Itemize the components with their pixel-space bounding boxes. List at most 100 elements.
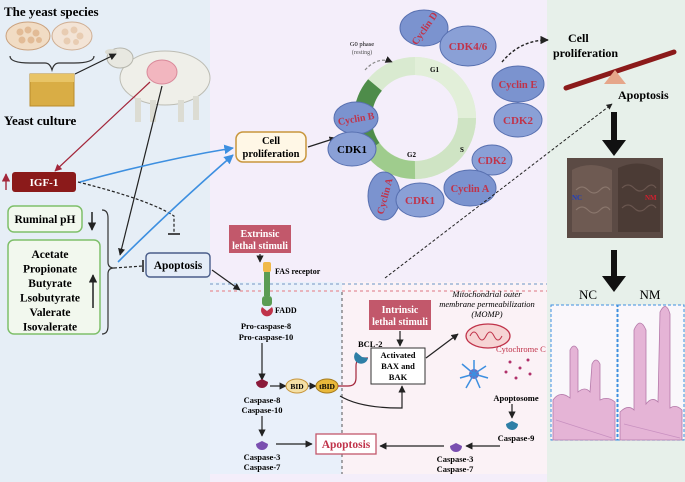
- phase-g1: G1: [430, 66, 439, 74]
- right-apoptosis-label: Apoptosis: [618, 88, 669, 102]
- fadd-icon: [261, 307, 273, 317]
- cyclin-e-label: Cyclin E: [499, 80, 538, 91]
- apoptosis-left-label: Apoptosis: [154, 260, 203, 272]
- cytochrome-c-label: Cytochrome C: [496, 344, 546, 354]
- vfa-item: Valerate: [29, 307, 70, 319]
- momp-line3: (MOMP): [471, 309, 502, 319]
- bcl2-label: BCL-2: [358, 339, 383, 349]
- pro-caspase-line2: Pro-caspase-10: [239, 332, 294, 342]
- momp-line2: membrane permeabilization: [439, 299, 535, 309]
- momp-line1: Mitochondrial outer: [451, 289, 522, 299]
- cell-proliferation-box: [235, 131, 307, 163]
- phase-g2: G2: [407, 151, 416, 159]
- arrow-cycle-to-right-prolif: [501, 35, 549, 63]
- extrinsic-line1: Extrinsic: [241, 229, 280, 240]
- arrow-sheep-to-vfa: [118, 85, 163, 256]
- caspase3-left-icon: [256, 441, 268, 450]
- caspase-10-label: Caspase-10: [241, 405, 282, 415]
- protein-cyclin-e: [491, 65, 545, 103]
- igf1-inhibits-apoptosis: [77, 181, 175, 232]
- arrow-tbid-to-bax: [339, 385, 406, 409]
- cdk1-lower-label: CDK1: [405, 195, 435, 207]
- histology-nc-label: NC: [579, 287, 597, 302]
- caspase3-right-icon: [450, 443, 462, 452]
- vfa-box: [7, 239, 101, 335]
- histology-nc: [550, 304, 618, 441]
- caspase3-right-line2: Caspase-7: [437, 464, 475, 474]
- vfa-item: Propionate: [23, 264, 77, 276]
- protein-cdk2-upper: [493, 102, 543, 138]
- ruminal-ph-label: Ruminal pH: [14, 214, 75, 226]
- tbid-label: tBID: [319, 382, 335, 391]
- caspase3-left-line2: Caspase-7: [244, 462, 282, 472]
- photo-nc-label: NC: [572, 194, 582, 202]
- intrinsic-line1: Intrinsic: [382, 305, 419, 316]
- apoptosome-icon: [459, 360, 489, 389]
- caspase3-left-line1: Caspase-3: [244, 452, 281, 462]
- extrinsic-line2: lethal stimuli: [232, 241, 288, 252]
- cdk46-label: CDK4/6: [449, 41, 488, 53]
- right-prolif-line2: proliferation: [553, 46, 618, 60]
- intrinsic-line2: lethal stimuli: [372, 317, 428, 328]
- balance-seesaw-icon: [563, 49, 677, 91]
- phase-s: S: [460, 146, 464, 154]
- caspase9-label: Caspase-9: [498, 433, 535, 443]
- protein-cyclin-d: [399, 9, 449, 47]
- apoptosis-center-label: Apoptosis: [322, 439, 371, 451]
- arrow-prolif-to-cycle: [307, 136, 337, 148]
- apoptosis-box-left: [145, 252, 211, 278]
- right-prolif-line1: Cell: [568, 31, 589, 45]
- arrow-sheep-to-igf1: [54, 81, 151, 172]
- intrinsic-stimuli-box: [369, 300, 431, 330]
- fas-receptor-label: FAS receptor: [275, 267, 321, 276]
- arrow-yeast-to-sheep: [74, 53, 117, 75]
- caspase9-icon: [506, 421, 518, 430]
- g0-phase-label: G0 phase: [350, 41, 374, 48]
- pro-caspase-line1: Pro-caspase-8: [241, 321, 291, 331]
- vfa-item: Acetate: [31, 249, 68, 261]
- caspase3-right-line1: Caspase-3: [437, 454, 474, 464]
- photo-nm-label: NM: [645, 194, 657, 202]
- igf1-label: IGF-1: [30, 177, 59, 189]
- bax-line3: BAK: [389, 372, 408, 382]
- mitochondrion-icon: [465, 323, 511, 349]
- apoptosis-box-center: [315, 433, 377, 455]
- protein-cdk2-lower: [471, 144, 513, 176]
- bid-label: BID: [290, 382, 304, 391]
- fas-receptor-icon: [262, 262, 272, 306]
- bax-line1: Activated: [381, 350, 416, 360]
- caspase-8-label: Caspase-8: [244, 395, 281, 405]
- cdk2-lower-label: CDK2: [478, 156, 507, 167]
- extrinsic-stimuli-box: [229, 225, 291, 253]
- cyclin-a-right-label: Cyclin A: [451, 184, 490, 195]
- cell-prolif-line2: proliferation: [243, 149, 300, 160]
- arrow-bax-to-mito: [425, 333, 459, 359]
- bcl2-icon: [354, 352, 368, 364]
- protein-cyclin-a-right: [443, 169, 497, 207]
- bax-line2: BAX and: [381, 361, 415, 371]
- cdk2-upper-label: CDK2: [503, 115, 533, 127]
- vfa-item: Lsobutyrate: [20, 293, 80, 305]
- protein-cdk46: [439, 25, 497, 67]
- vfa-item: Isovalerate: [23, 322, 77, 334]
- yeast-culture-label: Yeast culture: [4, 113, 77, 128]
- vfa-list: AcetatePropionateButyrateLsobutyrateVale…: [20, 249, 80, 334]
- arrow-pathway-to-right-apoptosis: [384, 103, 613, 279]
- cytochrome-dots: [504, 358, 532, 380]
- down-arrow-1: [602, 112, 626, 156]
- igf1-box: [12, 172, 76, 192]
- ruminal-ph-box: [7, 205, 83, 233]
- cell-prolif-line1: Cell: [262, 136, 280, 147]
- arrow-igf1-to-proliferation: [79, 144, 234, 183]
- protein-cdk1-lower: [395, 182, 445, 218]
- yeast-powder-top: [30, 74, 74, 82]
- fadd-label: FADD: [275, 306, 297, 315]
- sheep-illustration: [105, 47, 211, 122]
- histology-nm: [617, 304, 685, 441]
- yeast-brace: [9, 55, 95, 73]
- arrow-apoptosis-to-fas: [211, 269, 241, 291]
- vfa-item: Butyrate: [28, 278, 71, 290]
- yeast-species-title: The yeast species: [4, 4, 99, 19]
